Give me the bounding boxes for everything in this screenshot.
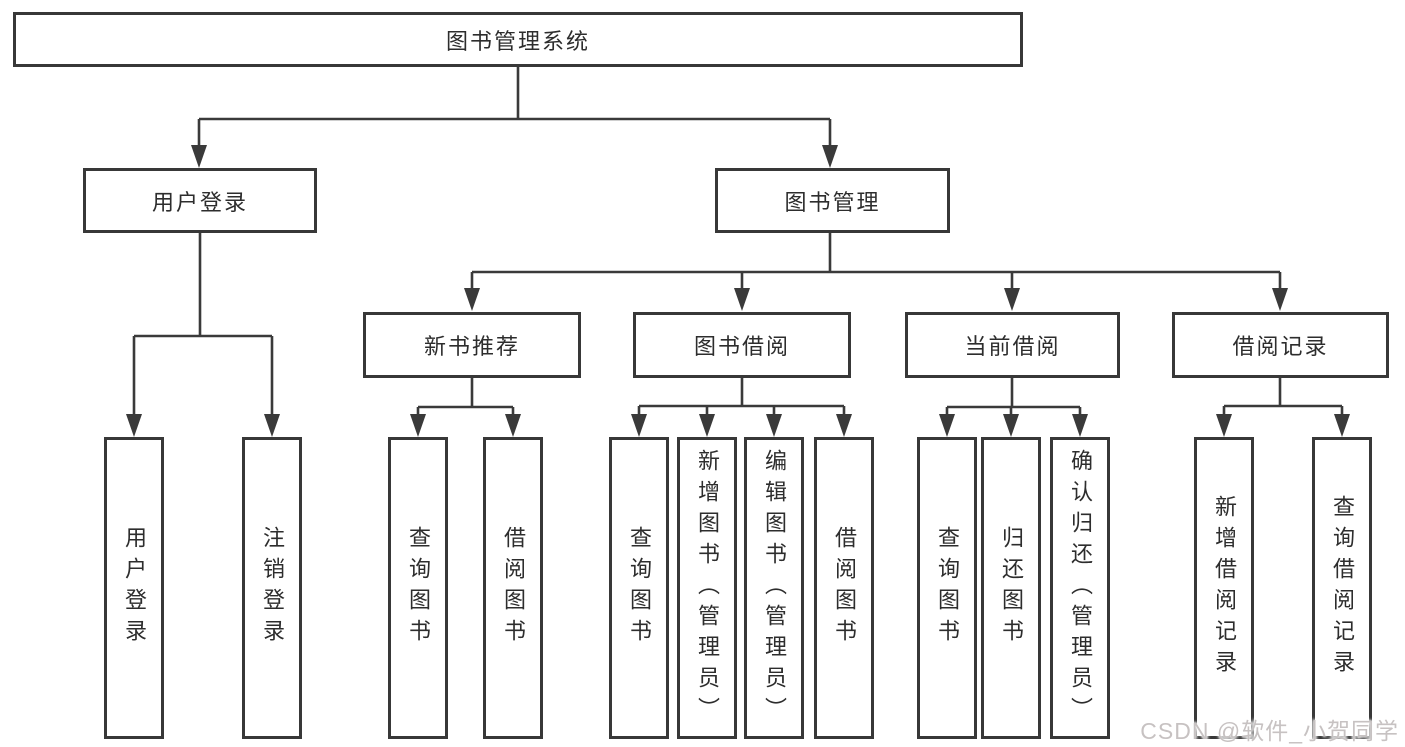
node-label: 借阅记录 xyxy=(1232,334,1329,359)
leaf-label: 归还图书 xyxy=(999,526,1024,650)
node-label: 图书借阅 xyxy=(693,334,790,359)
leaf-add-books-admin: 新增图书（管理员） xyxy=(677,437,737,739)
csdn-watermark: CSDN @软件_小贺同学 xyxy=(1140,718,1399,744)
node-label: 图书管理 xyxy=(784,189,881,215)
leaf-label: 确认归还（管理员） xyxy=(1068,448,1093,728)
leaf-query-books-recommend: 查询图书 xyxy=(388,437,448,739)
node-book-management: 图书管理 xyxy=(715,168,950,233)
leaf-label: 查询图书 xyxy=(627,526,652,650)
leaf-label: 借阅图书 xyxy=(832,526,857,650)
node-label: 图书管理系统 xyxy=(445,28,590,54)
node-borrow-records: 借阅记录 xyxy=(1172,312,1389,378)
node-user-login: 用户登录 xyxy=(83,168,317,233)
leaf-edit-books-admin: 编辑图书（管理员） xyxy=(744,437,804,739)
leaf-add-borrow-record: 新增借阅记录 xyxy=(1194,437,1254,739)
node-book-borrow: 图书借阅 xyxy=(633,312,851,378)
leaf-logout: 注销登录 xyxy=(242,437,302,739)
leaf-query-borrow-record: 查询借阅记录 xyxy=(1312,437,1372,739)
node-current-borrow: 当前借阅 xyxy=(905,312,1120,378)
leaf-label: 新增借阅记录 xyxy=(1212,495,1237,681)
leaf-label: 新增图书（管理员） xyxy=(695,448,720,728)
node-label: 用户登录 xyxy=(151,189,248,215)
leaf-query-books-borrow: 查询图书 xyxy=(609,437,669,739)
leaf-label: 查询图书 xyxy=(935,526,960,650)
node-library-system: 图书管理系统 xyxy=(13,12,1023,67)
leaf-borrow-books: 借阅图书 xyxy=(814,437,874,739)
leaf-label: 编辑图书（管理员） xyxy=(762,448,787,728)
leaf-borrow-books-recommend: 借阅图书 xyxy=(483,437,543,739)
leaf-label: 注销登录 xyxy=(260,526,285,650)
leaf-user-login: 用户登录 xyxy=(104,437,164,739)
leaf-confirm-return-admin: 确认归还（管理员） xyxy=(1050,437,1110,739)
node-label: 当前借阅 xyxy=(964,334,1061,359)
leaf-label: 查询图书 xyxy=(406,526,431,650)
node-label: 新书推荐 xyxy=(423,334,520,359)
leaf-query-books-current: 查询图书 xyxy=(917,437,977,739)
leaf-label: 借阅图书 xyxy=(501,526,526,650)
leaf-label: 用户登录 xyxy=(122,526,147,650)
node-new-book-recommend: 新书推荐 xyxy=(363,312,581,378)
leaf-label: 查询借阅记录 xyxy=(1330,495,1355,681)
leaf-return-books: 归还图书 xyxy=(981,437,1041,739)
